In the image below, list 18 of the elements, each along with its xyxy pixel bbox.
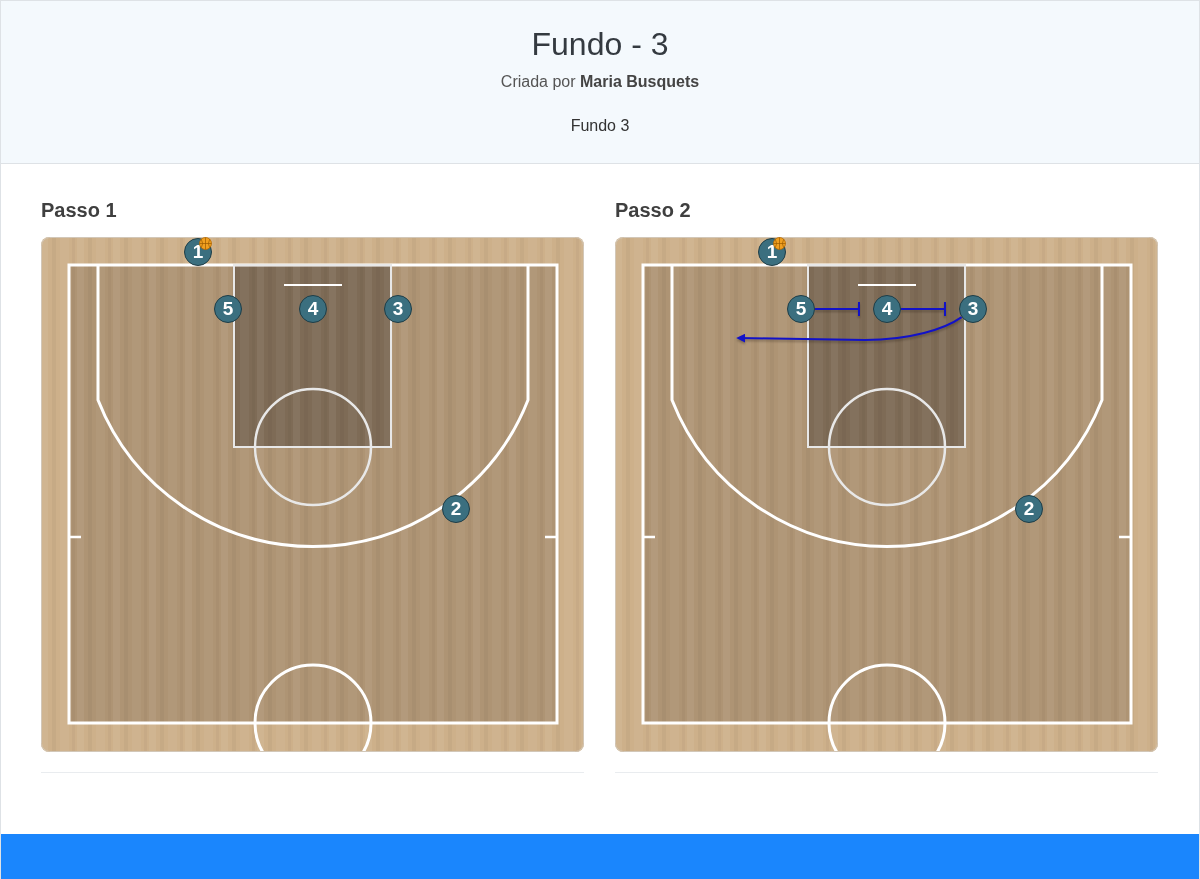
- player-number: 4: [881, 299, 893, 319]
- player-number: 4: [307, 299, 319, 319]
- page-title: Fundo - 3: [530, 25, 670, 64]
- player-number: 5: [795, 299, 807, 319]
- play-description: Fundo 3: [569, 116, 631, 136]
- player-number: 1: [766, 242, 778, 262]
- step-heading: Passo 2: [615, 198, 692, 222]
- player-number: 2: [1023, 499, 1035, 519]
- movement-arrow: [736, 316, 963, 343]
- player-number: 1: [192, 242, 204, 262]
- screen-line: [814, 301, 860, 317]
- step-heading: Passo 1: [41, 198, 118, 222]
- player-number: 3: [967, 299, 979, 319]
- player-number: 5: [222, 299, 234, 319]
- author-credit: Criada por Maria Busquets: [499, 72, 701, 92]
- player-number: 3: [392, 299, 404, 319]
- player-number: 2: [450, 499, 462, 519]
- screen-line: [900, 301, 946, 317]
